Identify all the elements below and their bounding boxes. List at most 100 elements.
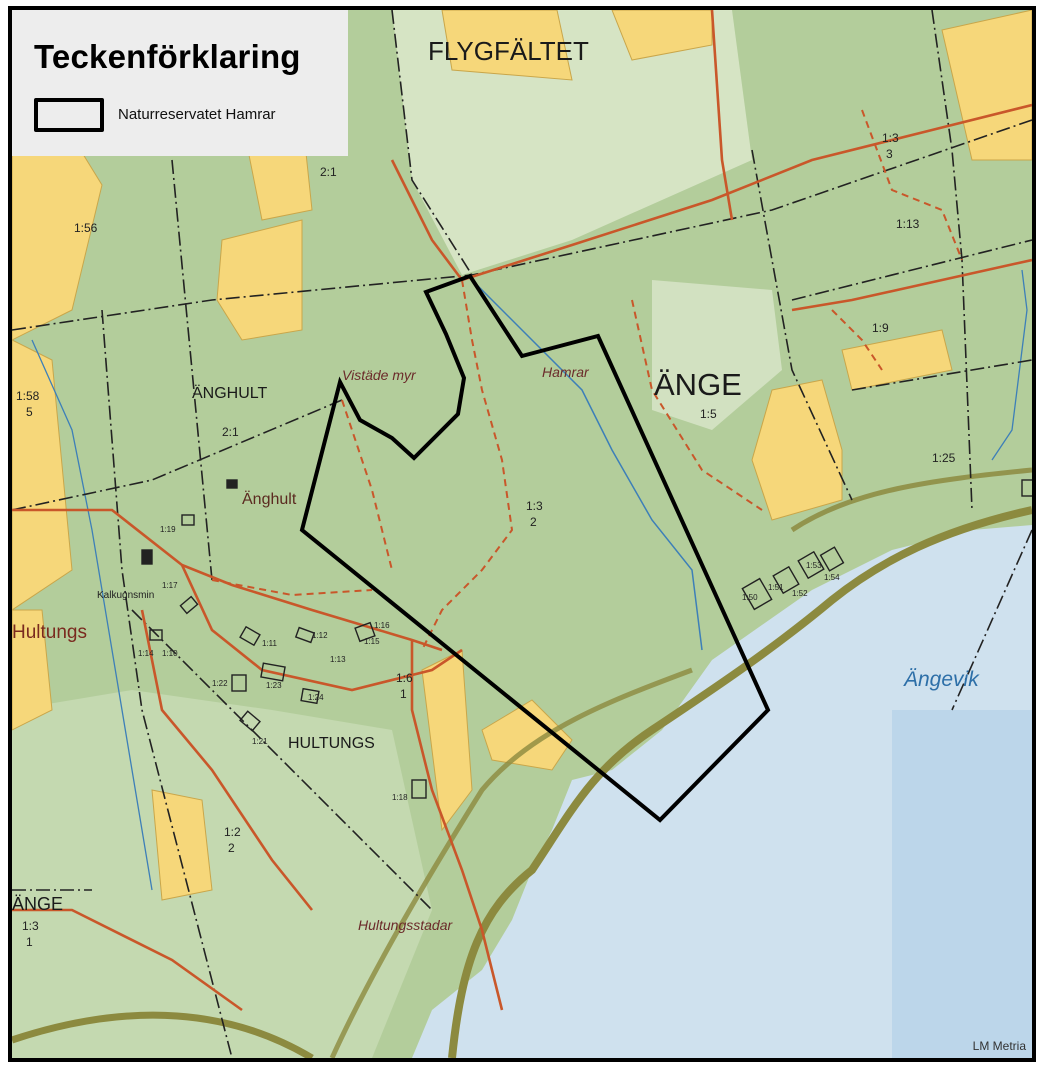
parcel-2-low: 2 xyxy=(228,841,235,855)
track-ne xyxy=(861,109,963,261)
label-angevik: Ängevik xyxy=(903,668,980,691)
map-canvas[interactable]: FLYGFÄLTET ÄNGE ÄNGHULT HULTUNGS ÄNGE Hu… xyxy=(12,10,1032,1058)
building-7 xyxy=(239,710,261,732)
building-11 xyxy=(772,565,800,595)
tracks xyxy=(211,109,963,651)
field-shore xyxy=(481,699,573,771)
track-anghult xyxy=(211,579,373,597)
label-hamrar: Hamrar xyxy=(542,364,590,380)
agricultural-fields xyxy=(12,10,1032,901)
map-frame[interactable]: FLYGFÄLTET ÄNGE ÄNGHULT HULTUNGS ÄNGE Hu… xyxy=(8,6,1036,1062)
parcel-1-16: 1:16 xyxy=(374,621,390,630)
label-kalkugnsmin: Kalkugnsmin xyxy=(97,590,154,601)
airfield-open-area xyxy=(392,10,752,275)
road-north xyxy=(390,103,1032,282)
parcel-1-19: 1:19 xyxy=(160,525,176,534)
field-east-2 xyxy=(751,379,843,521)
field-north xyxy=(216,219,303,341)
parcel-1-15: 1:15 xyxy=(364,637,380,646)
reserve-outline[interactable] xyxy=(299,273,771,823)
stream-west xyxy=(31,339,153,891)
building-3 xyxy=(294,626,316,644)
building-4 xyxy=(260,662,286,682)
parcel-1-3-top: 1:3 xyxy=(882,131,899,145)
parcel-1-13b: 1:13 xyxy=(330,655,346,664)
sea-water xyxy=(412,525,1032,1058)
parcel-1-11: 1:11 xyxy=(262,639,278,648)
road-sw xyxy=(12,908,243,1012)
parcel-1-10: 1:10 xyxy=(162,649,178,658)
parcel-1-54: 1:54 xyxy=(824,573,840,582)
property-boundaries xyxy=(12,10,1032,1058)
parcel-2-1-mid: 2:1 xyxy=(222,425,239,439)
boundary-water xyxy=(951,529,1032,711)
parcel-1-24: 1:24 xyxy=(308,693,324,702)
track-east xyxy=(631,299,763,511)
building-6 xyxy=(354,621,376,643)
legend-panel: Teckenförklaring Naturreservatet Hamrar xyxy=(12,10,348,156)
boundary-east-4 xyxy=(851,359,1032,391)
label-flygfaltet: FLYGFÄLTET xyxy=(428,36,589,66)
buildings xyxy=(141,479,1032,799)
parcel-1-18: 1:18 xyxy=(392,793,408,802)
field-sw xyxy=(151,789,213,901)
parcel-1-53: 1:53 xyxy=(806,561,822,570)
field-top-2 xyxy=(611,10,713,61)
road-east xyxy=(791,258,1032,312)
legend-reserve-swatch xyxy=(34,98,104,132)
legend-title: Teckenförklaring xyxy=(34,38,301,75)
parcel-3: 3 xyxy=(886,147,893,161)
map-credit: LM Metria xyxy=(972,1039,1026,1053)
field-central xyxy=(421,649,473,832)
parcel-1-22: 1:22 xyxy=(212,679,228,688)
parcel-2-mid: 2 xyxy=(530,515,537,529)
parcel-1-50: 1:50 xyxy=(742,593,758,602)
legend-item-label: Naturreservatet Hamrar xyxy=(118,106,276,123)
building-15 xyxy=(179,595,199,615)
parcel-2-1-top: 2:1 xyxy=(320,165,337,179)
boundary-east-1 xyxy=(751,149,853,501)
parcel-1-12: 1:12 xyxy=(312,631,328,640)
parcel-1-51: 1:51 xyxy=(768,583,784,592)
field-west xyxy=(12,339,73,611)
building-dark-1 xyxy=(141,549,153,565)
label-ange-left: ÄNGE xyxy=(12,894,63,914)
parcel-1-2: 1:2 xyxy=(224,825,241,839)
parcel-1-17: 1:17 xyxy=(162,581,178,590)
building-12 xyxy=(797,550,825,580)
track-west xyxy=(341,399,393,571)
open-clearing xyxy=(652,280,782,430)
parcel-1-56: 1:56 xyxy=(74,221,98,235)
parcel-1-9: 1:9 xyxy=(872,321,889,335)
building-14 xyxy=(1021,479,1032,497)
road-village xyxy=(180,564,463,692)
building-9 xyxy=(411,779,427,799)
parcel-1-58: 1:58 xyxy=(16,389,40,403)
building-8 xyxy=(300,687,320,705)
parcel-1-5: 1:5 xyxy=(700,407,717,421)
shore-band-sw xyxy=(12,1011,314,1058)
stream-east xyxy=(991,269,1028,461)
label-ange-large: ÄNGE xyxy=(654,367,742,402)
parcel-1-52: 1:52 xyxy=(792,589,808,598)
parcel-1-13: 1:13 xyxy=(896,217,920,231)
roads xyxy=(12,10,1032,1012)
building-5 xyxy=(231,674,247,692)
building-10 xyxy=(741,577,773,611)
road-southwest xyxy=(140,609,314,911)
boundary-airfield-w xyxy=(391,10,473,276)
building-1 xyxy=(181,514,195,526)
road-north-2 xyxy=(710,10,734,221)
parcel-1-low: 1 xyxy=(26,935,33,949)
parcel-1-23: 1:23 xyxy=(266,681,282,690)
shore-band-east xyxy=(448,506,1032,1058)
parcel-1-21: 1:21 xyxy=(252,737,268,746)
parcel-1-25: 1:25 xyxy=(932,451,956,465)
building-dark-2 xyxy=(226,479,238,489)
deep-water xyxy=(892,710,1032,1058)
building-2 xyxy=(239,625,261,647)
boundary-n-s xyxy=(171,159,213,581)
track-fields xyxy=(831,309,883,371)
label-hultungs-place: Hultungs xyxy=(12,622,87,643)
stream-hamrar xyxy=(471,279,703,651)
